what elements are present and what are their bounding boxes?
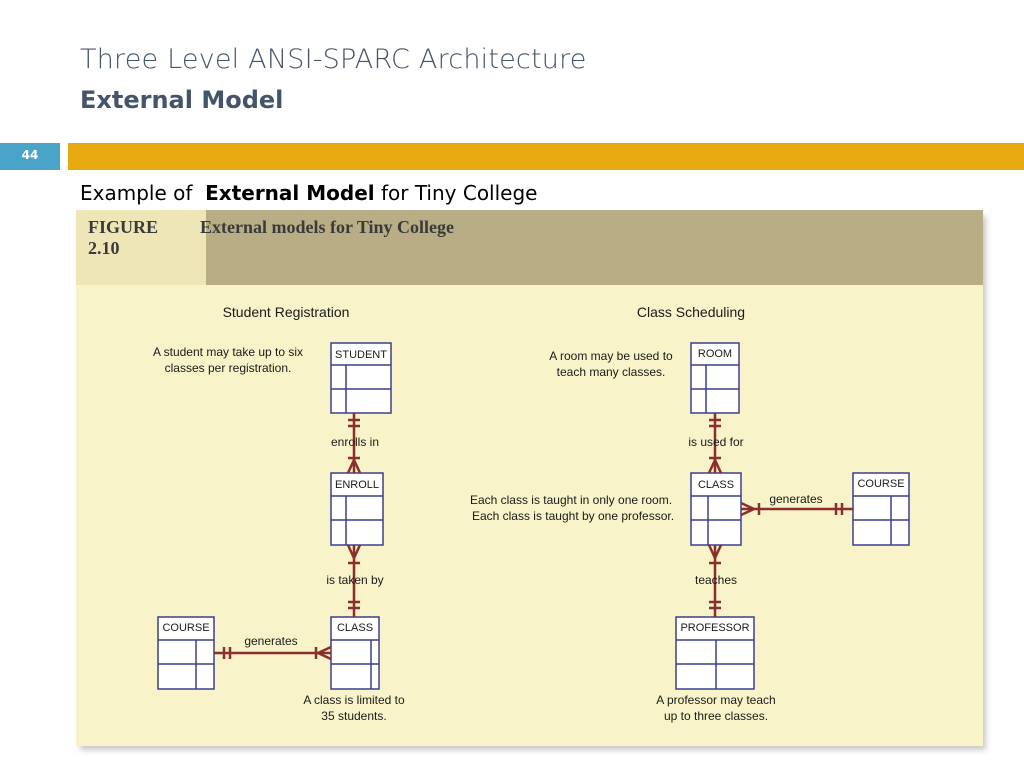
- note-room-2: teach many classes.: [557, 365, 666, 379]
- figure-label-number: 2.10: [88, 238, 120, 258]
- entity-student: STUDENT: [330, 342, 392, 414]
- entity-class-left: CLASS: [330, 616, 380, 690]
- er-diagram: Student Registration A student may take …: [153, 304, 910, 723]
- entity-course-right: COURSE: [852, 472, 910, 546]
- rel-generates-left-label: generates: [244, 634, 297, 648]
- entity-class-right: CLASS: [690, 472, 742, 546]
- entity-professor: PROFESSOR: [675, 616, 755, 690]
- note-room-1: A room may be used to: [549, 349, 673, 363]
- figure-header: [76, 210, 983, 285]
- rel-used-label: is used for: [688, 435, 743, 449]
- figure-title: External models for Tiny College: [200, 217, 454, 237]
- entity-class-right-label: CLASS: [698, 479, 734, 491]
- entity-course-right-label: COURSE: [857, 478, 904, 490]
- entity-enroll-label: ENROLL: [335, 479, 379, 491]
- rel-generates-right: [740, 501, 853, 517]
- note-class-right-1: Each class is taught in only one room.: [470, 493, 672, 507]
- accent-bar: [68, 143, 1024, 170]
- rel-teaches: [707, 544, 723, 617]
- note-class-right-2: Each class is taught by one professor.: [472, 509, 674, 523]
- rel-is-taken-by: [346, 544, 362, 617]
- slide-subtitle-heading: External Model: [80, 86, 284, 114]
- rel-generates-left: [214, 645, 332, 661]
- note-prof-2: up to three classes.: [664, 709, 768, 723]
- entity-enroll: ENROLL: [330, 472, 384, 546]
- entity-course-left-label: COURSE: [162, 622, 209, 634]
- figure-label: FIGURE 2.10: [88, 217, 158, 259]
- figure-tab-curve: [171, 210, 206, 285]
- note-class-left-1: A class is limited to: [303, 693, 405, 707]
- note-student-1: A student may take up to six: [153, 345, 303, 359]
- slide-title: Three Level ANSI-SPARC Architecture: [80, 44, 587, 75]
- left-heading: Student Registration: [223, 304, 350, 320]
- slide-caption: Example of External Model for Tiny Colle…: [80, 181, 537, 205]
- entity-student-label: STUDENT: [335, 349, 387, 361]
- entity-room: ROOM: [690, 342, 740, 414]
- right-heading: Class Scheduling: [637, 304, 745, 320]
- rel-enrolls-in: [346, 413, 362, 474]
- note-prof-1: A professor may teach: [656, 693, 775, 707]
- slide-number: 44: [0, 143, 60, 170]
- rel-taken-label: is taken by: [326, 573, 383, 587]
- entity-room-label: ROOM: [698, 348, 732, 360]
- rel-enrolls-label: enrolls in: [331, 435, 379, 449]
- entity-class-left-label: CLASS: [337, 622, 373, 634]
- rel-generates-right-label: generates: [769, 492, 822, 506]
- caption-bold: External Model: [205, 181, 375, 205]
- note-student-2: classes per registration.: [165, 361, 292, 375]
- caption-suffix: for Tiny College: [380, 181, 538, 205]
- note-class-left-2: 35 students.: [321, 709, 386, 723]
- caption-prefix: Example of: [80, 181, 193, 205]
- entity-professor-label: PROFESSOR: [680, 622, 749, 634]
- rel-teaches-label: teaches: [695, 573, 737, 587]
- rel-is-used-for: [707, 413, 723, 474]
- figure-label-word: FIGURE: [88, 217, 159, 237]
- figure-panel: FIGURE 2.10 External models for Tiny Col…: [76, 210, 983, 746]
- entity-course-left: COURSE: [157, 616, 215, 690]
